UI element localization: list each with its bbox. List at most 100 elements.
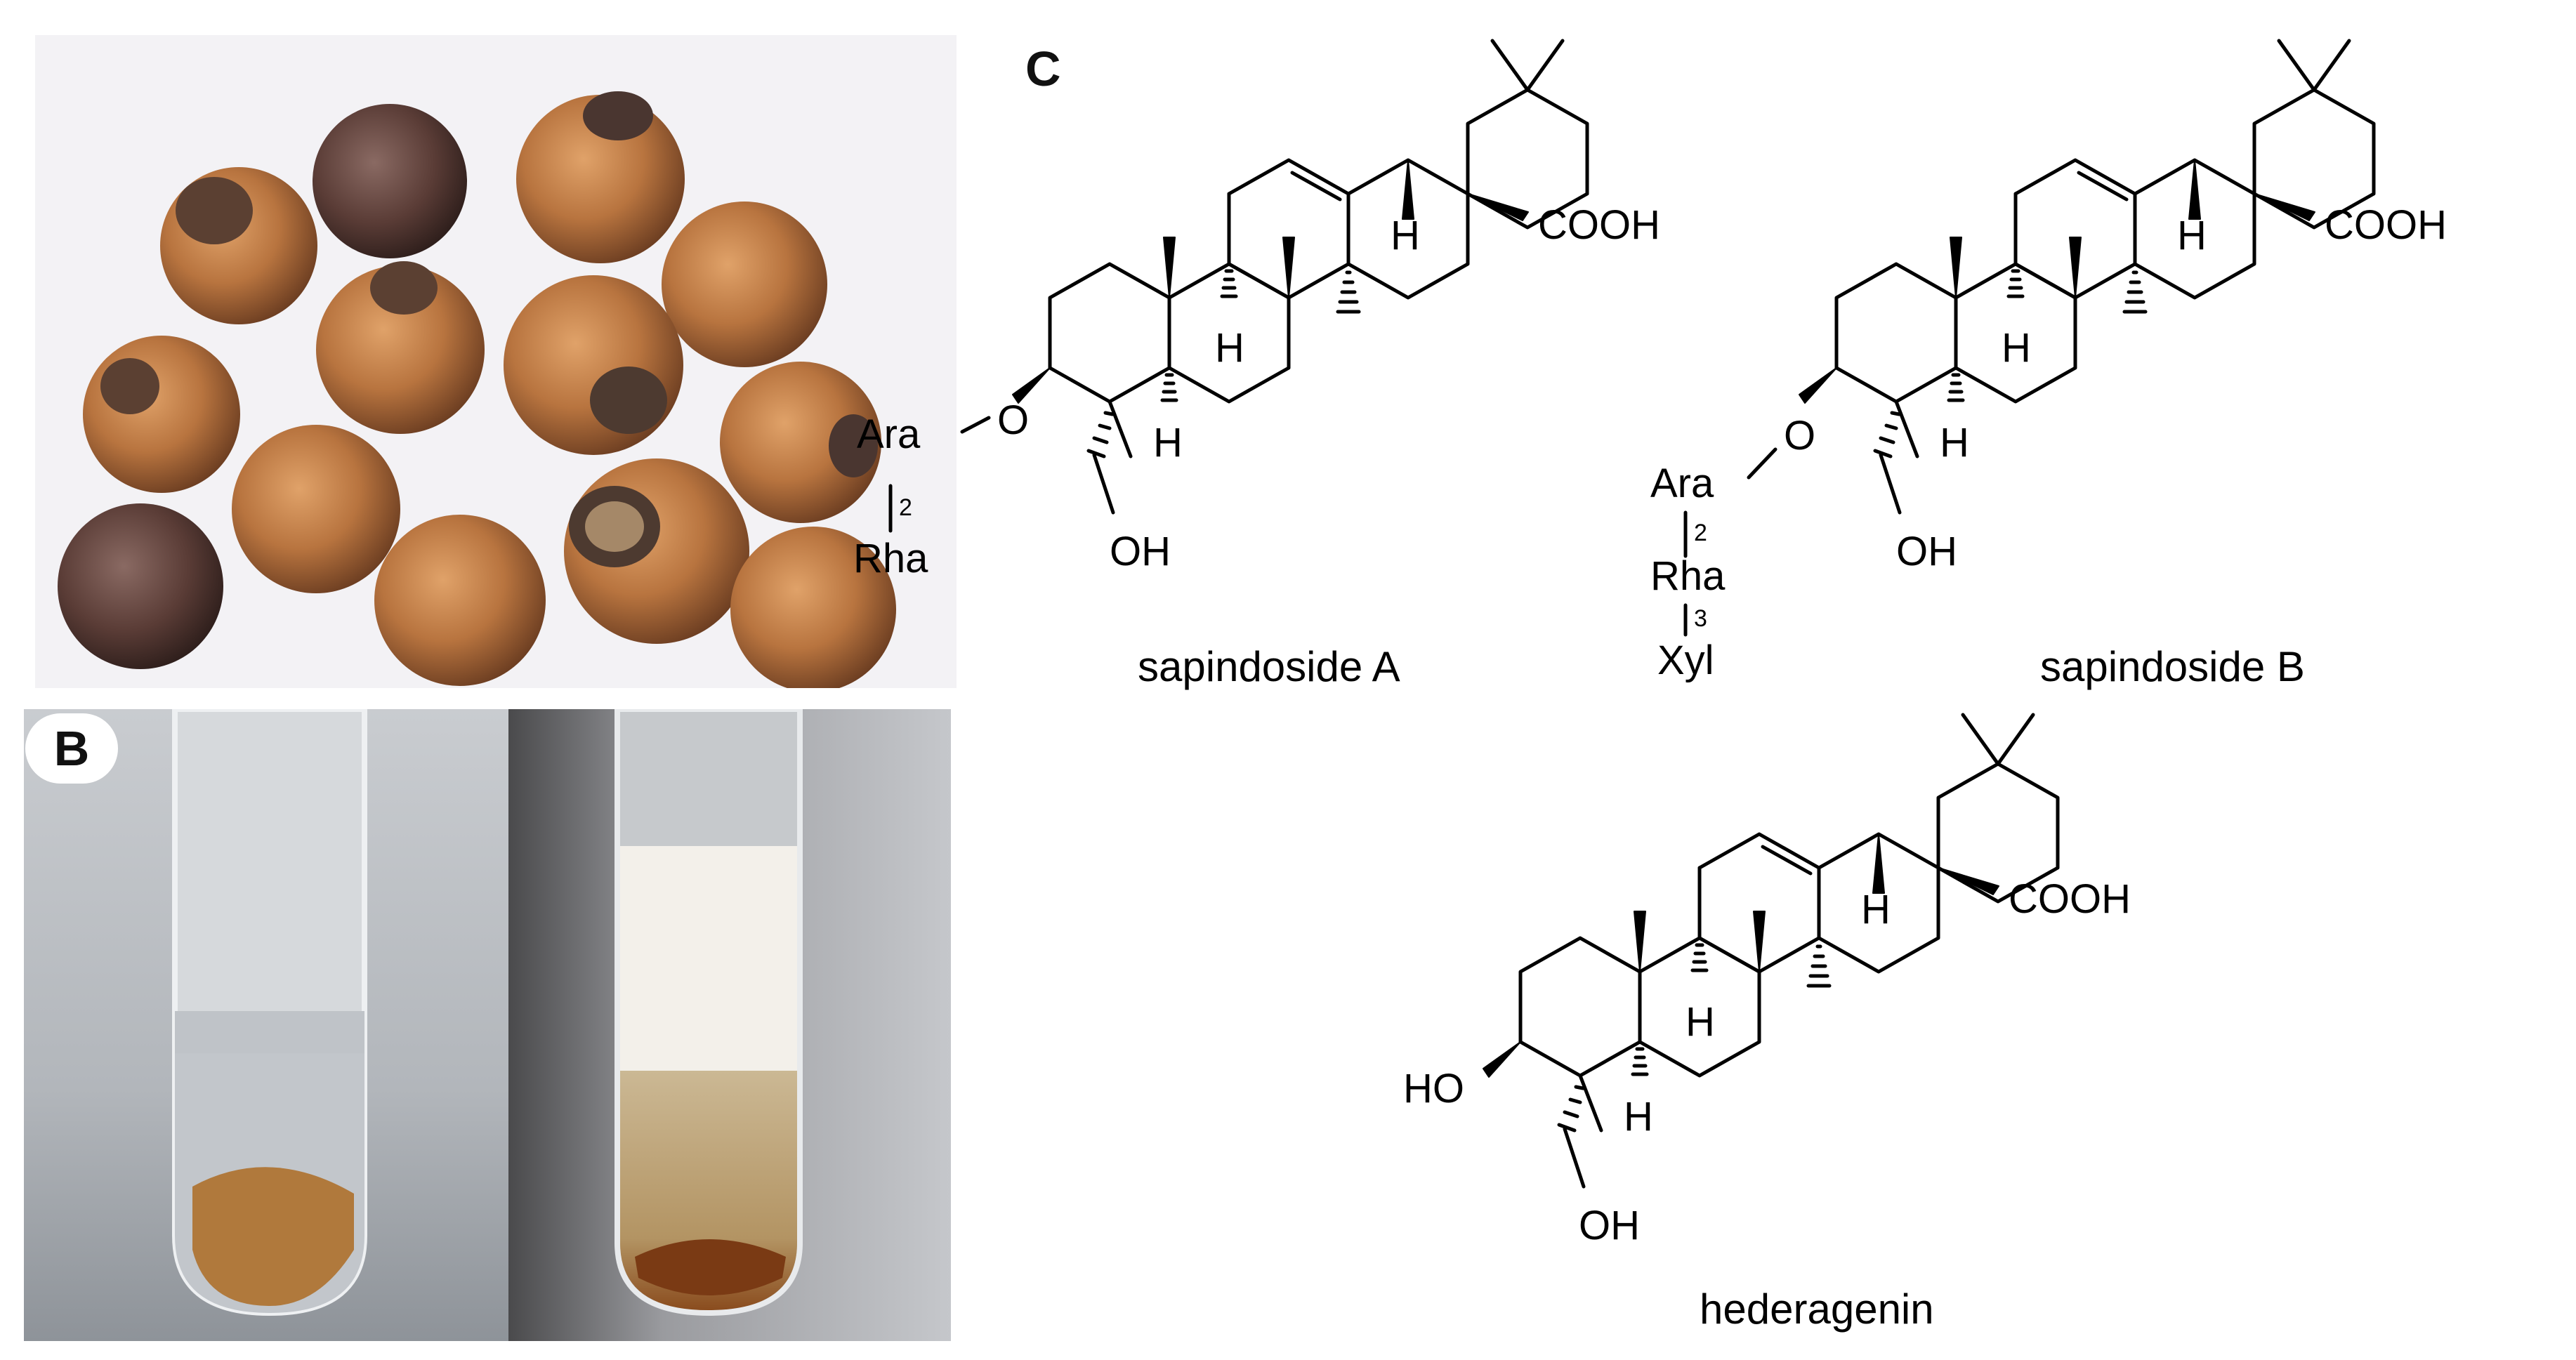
wedge-methyl xyxy=(1163,237,1176,298)
panel-label-c: C xyxy=(1025,41,1061,96)
hash-methyl xyxy=(1336,270,1361,314)
bond-methyl xyxy=(1996,713,2035,766)
hash-ch2 xyxy=(1873,411,1901,458)
ring-a xyxy=(1518,936,1642,1078)
bond-methyl xyxy=(1961,713,2000,766)
wedge-o xyxy=(1012,367,1051,404)
hash-h xyxy=(2006,269,2025,298)
bond-methyl xyxy=(2277,39,2316,92)
wedge-h xyxy=(1872,833,1885,894)
bond-double xyxy=(2077,171,2129,202)
ring-a xyxy=(1834,262,1958,404)
bond-methyl xyxy=(1578,1074,1603,1133)
bond-methyl xyxy=(1894,400,1919,458)
structure-sapindoside-a: O Ara 2 Rha OH COOH H H H xyxy=(853,39,1660,581)
sugar-ara: Ara xyxy=(857,411,921,457)
ring-e xyxy=(2252,88,2376,230)
wedge-h xyxy=(2188,159,2201,220)
atom-h: H xyxy=(1861,887,1891,932)
bond xyxy=(2013,262,2077,300)
nut xyxy=(232,425,400,593)
atom-o: O xyxy=(997,397,1029,443)
sugar-rha: Rha xyxy=(1650,553,1726,599)
atom-h: H xyxy=(1391,213,1420,258)
bond-double xyxy=(1290,171,1342,202)
wedge-cooh xyxy=(1938,867,1999,895)
nut xyxy=(83,336,240,493)
wedge-oh xyxy=(1483,1041,1521,1078)
linkage-position: 2 xyxy=(899,494,912,521)
bond-ch2oh xyxy=(1092,453,1115,515)
nut xyxy=(313,104,467,258)
ring-e xyxy=(1466,88,1589,230)
atom-h: H xyxy=(1153,420,1183,466)
hash-ch2 xyxy=(1086,411,1115,458)
linkage-position: 2 xyxy=(1694,520,1707,546)
bond-methyl xyxy=(1108,400,1133,458)
atom-oh: OH xyxy=(1579,1203,1640,1248)
caption-sapindoside-a: sapindoside A xyxy=(1138,643,1400,690)
nut xyxy=(316,261,485,434)
sugar-xyl: Xyl xyxy=(1657,638,1714,683)
panel-label-badge xyxy=(25,713,118,784)
nut xyxy=(730,527,896,688)
structure-hederagenin: HO OH COOH H H H xyxy=(1403,713,2131,1248)
ring-a xyxy=(1048,262,1171,404)
wedge-h xyxy=(1402,159,1414,220)
bond-ch2oh xyxy=(1879,453,1902,515)
hash-h xyxy=(1220,269,1238,298)
atom-h: H xyxy=(1685,999,1715,1045)
nut xyxy=(516,91,685,263)
nut xyxy=(564,458,749,644)
linkage-position: 3 xyxy=(1694,605,1707,632)
wedge-methyl xyxy=(1282,237,1295,298)
nut xyxy=(720,362,881,523)
sugar-rha: Rha xyxy=(853,536,928,581)
bond-o-ara xyxy=(960,416,991,434)
wedge-methyl xyxy=(1634,911,1646,972)
wedge-methyl xyxy=(1753,911,1766,972)
atom-cooh: COOH xyxy=(2325,202,2447,248)
hash-methyl xyxy=(1806,944,1832,988)
atom-h: H xyxy=(1215,325,1244,371)
wedge-cooh xyxy=(1467,193,1529,221)
caption-sapindoside-b: sapindoside B xyxy=(2040,643,2305,690)
hash-h xyxy=(1690,943,1709,972)
bond-methyl xyxy=(2312,39,2351,92)
atom-h: H xyxy=(2177,213,2207,258)
atom-cooh: COOH xyxy=(2009,876,2131,922)
hash-h xyxy=(1160,373,1178,402)
atom-cooh: COOH xyxy=(1538,202,1660,248)
wedge-cooh xyxy=(2254,193,2315,221)
atom-h: H xyxy=(1940,420,1969,466)
atom-oh: OH xyxy=(1110,529,1171,574)
structure-sapindoside-b: O Ara 2 Rha 3 Xyl OH COOH H H H xyxy=(1650,39,2447,683)
wedge-o xyxy=(1799,367,1837,404)
wedge-methyl xyxy=(1950,237,1962,298)
bond-o-ara xyxy=(1747,447,1777,480)
atom-h: H xyxy=(1624,1094,1653,1140)
bond-double xyxy=(1761,845,1813,876)
hash-h xyxy=(1947,373,1965,402)
nut xyxy=(504,275,683,455)
atom-oh: OH xyxy=(1896,529,1957,574)
atom-o: O xyxy=(1784,413,1815,458)
bond xyxy=(1227,262,1291,300)
caption-hederagenin: hederagenin xyxy=(1700,1286,1934,1333)
nut xyxy=(374,515,546,686)
photo-soapnut-fruits xyxy=(35,35,957,688)
ring-e xyxy=(1936,762,2060,904)
bond-methyl xyxy=(1525,39,1565,92)
nut xyxy=(58,503,223,669)
hash-methyl xyxy=(2122,270,2148,314)
bond-methyl xyxy=(1490,39,1530,92)
nut xyxy=(160,167,317,324)
photo-test-tubes xyxy=(24,709,951,1341)
bond-ch2oh xyxy=(1563,1127,1586,1189)
bond xyxy=(1697,936,1761,974)
panel-label-b: B xyxy=(53,721,90,776)
sugar-ara: Ara xyxy=(1650,461,1714,506)
atom-ho: HO xyxy=(1403,1066,1464,1111)
hash-h xyxy=(1631,1047,1649,1076)
wedge-methyl xyxy=(2069,237,2082,298)
